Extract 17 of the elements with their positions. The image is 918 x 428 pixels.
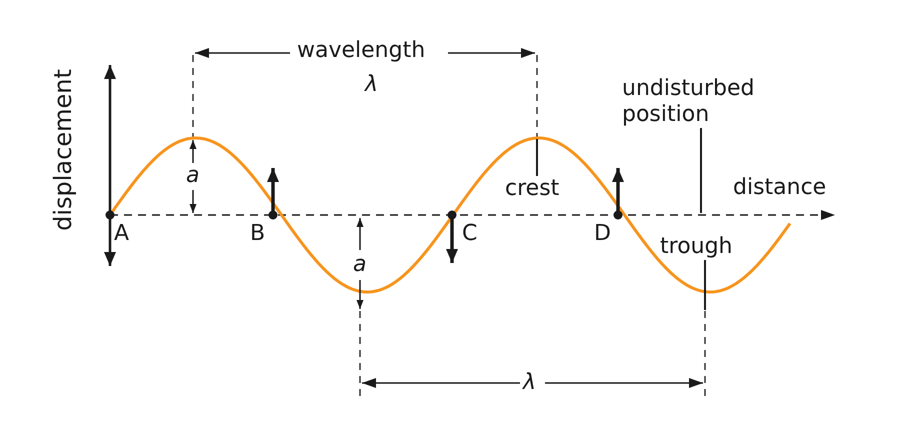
- annotation-label: trough: [660, 234, 732, 260]
- point-label: D: [594, 221, 611, 247]
- annotation-label: undisturbed position: [622, 76, 782, 128]
- symbol-label: a: [353, 252, 366, 278]
- point-label: B: [250, 221, 266, 247]
- symbol-label: a: [186, 163, 200, 189]
- dimension-label: wavelength: [297, 38, 426, 64]
- symbol-label: λ: [523, 370, 536, 396]
- axis-label: displacement: [50, 69, 76, 231]
- leader-line: [704, 260, 706, 310]
- leader-line: [536, 139, 538, 176]
- annotation-label: crest: [505, 176, 560, 202]
- point-label: A: [114, 221, 130, 247]
- point-label: C: [462, 221, 478, 247]
- symbol-label: λ: [365, 72, 378, 98]
- leader-line: [700, 128, 702, 213]
- axis-label: distance: [733, 175, 826, 201]
